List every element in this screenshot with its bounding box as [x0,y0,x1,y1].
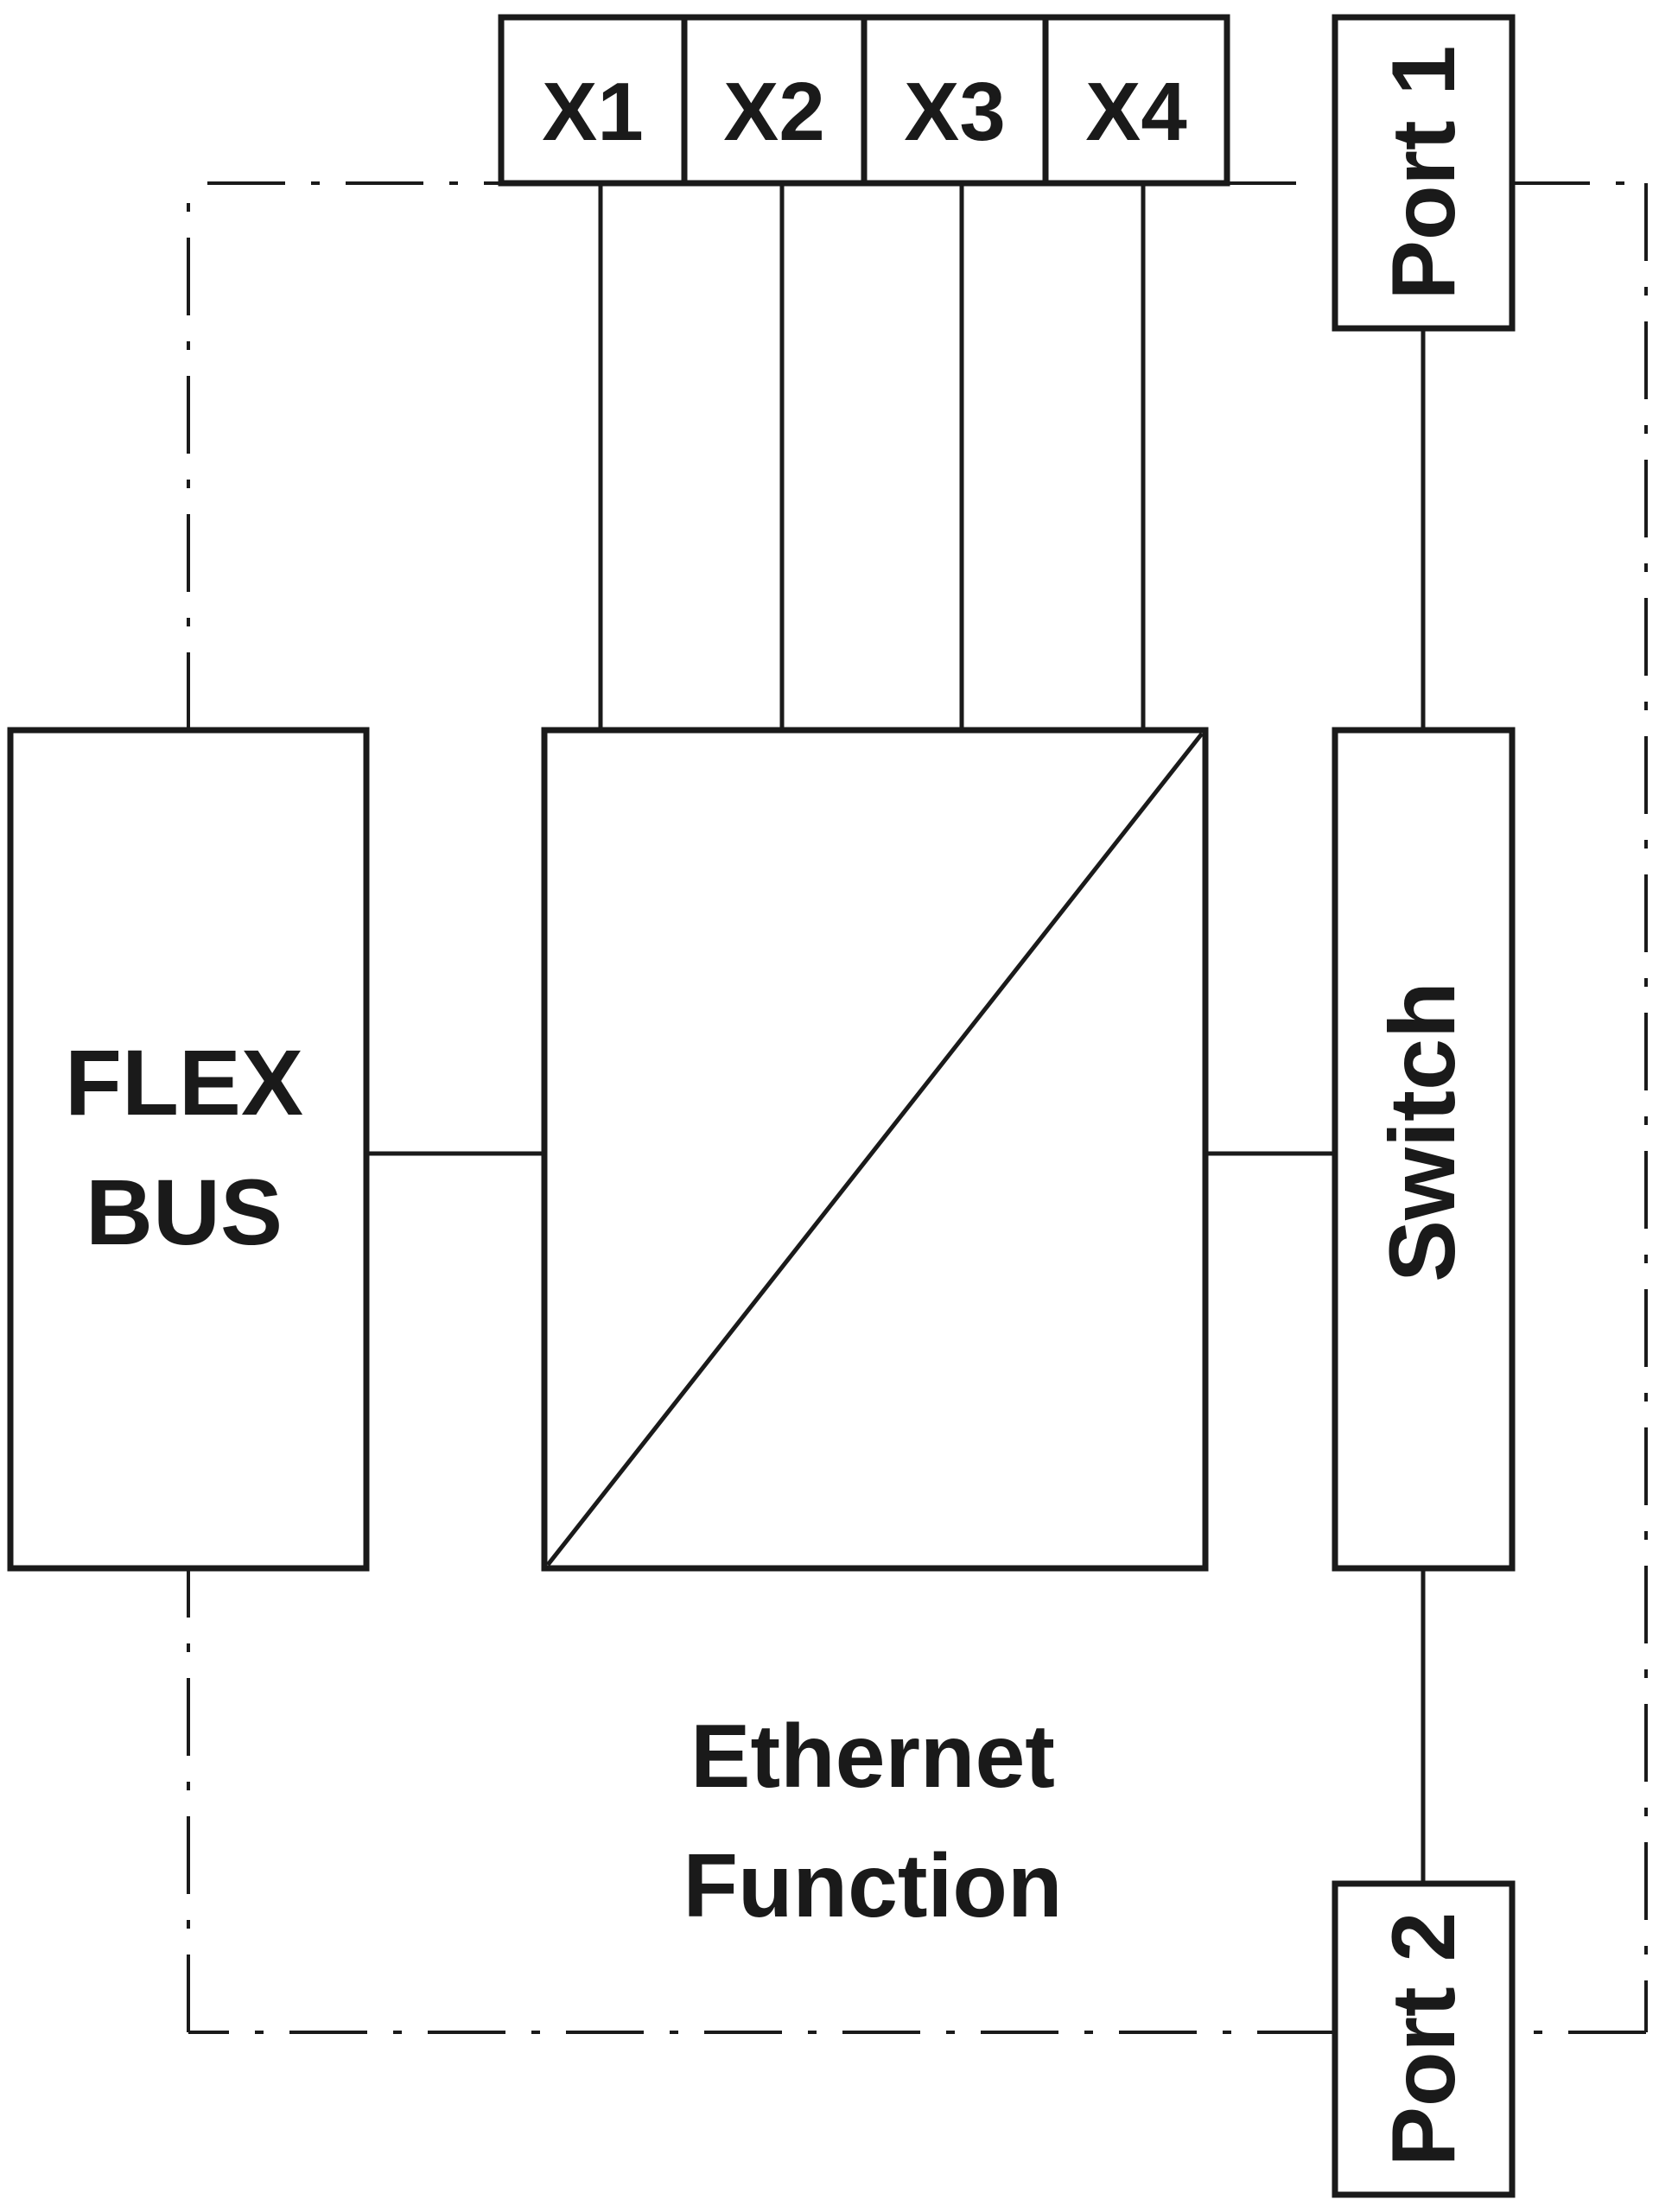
port2-label: Port 2 [1374,1912,1474,2167]
terminal-x2-label: X2 [723,66,824,158]
function-label-line2: Function [683,1836,1062,1936]
terminal-x4-label: X4 [1085,66,1186,158]
function-boundary [187,181,1648,2034]
terminal-x3-label: X3 [904,66,1005,158]
terminal-x3 [861,14,1049,187]
switch-label: Switch [1370,982,1474,1282]
port1-block: Port 1 [1332,14,1516,730]
port2-block: Port 2 [1332,1568,1516,2198]
flexbus-label-line2: BUS [86,1160,283,1264]
converter-diagonal [546,732,1204,1567]
terminal-wires [598,183,1146,730]
terminal-x4 [1042,14,1230,187]
function-label-line1: Ethernet [690,1707,1055,1807]
terminal-strip: X1 X2 X3 X4 [498,14,1230,187]
terminal-x2 [681,14,868,187]
flexbus-label-line1: FLEX [65,1030,303,1135]
terminal-x1-label: X1 [542,66,643,158]
port1-label: Port 1 [1374,46,1474,301]
function-caption: Ethernet Function [683,1707,1062,1936]
flexbus-block: FLEX BUS [7,727,370,1572]
converter-block [541,727,1209,1572]
switch-block: Switch [1332,727,1516,1572]
